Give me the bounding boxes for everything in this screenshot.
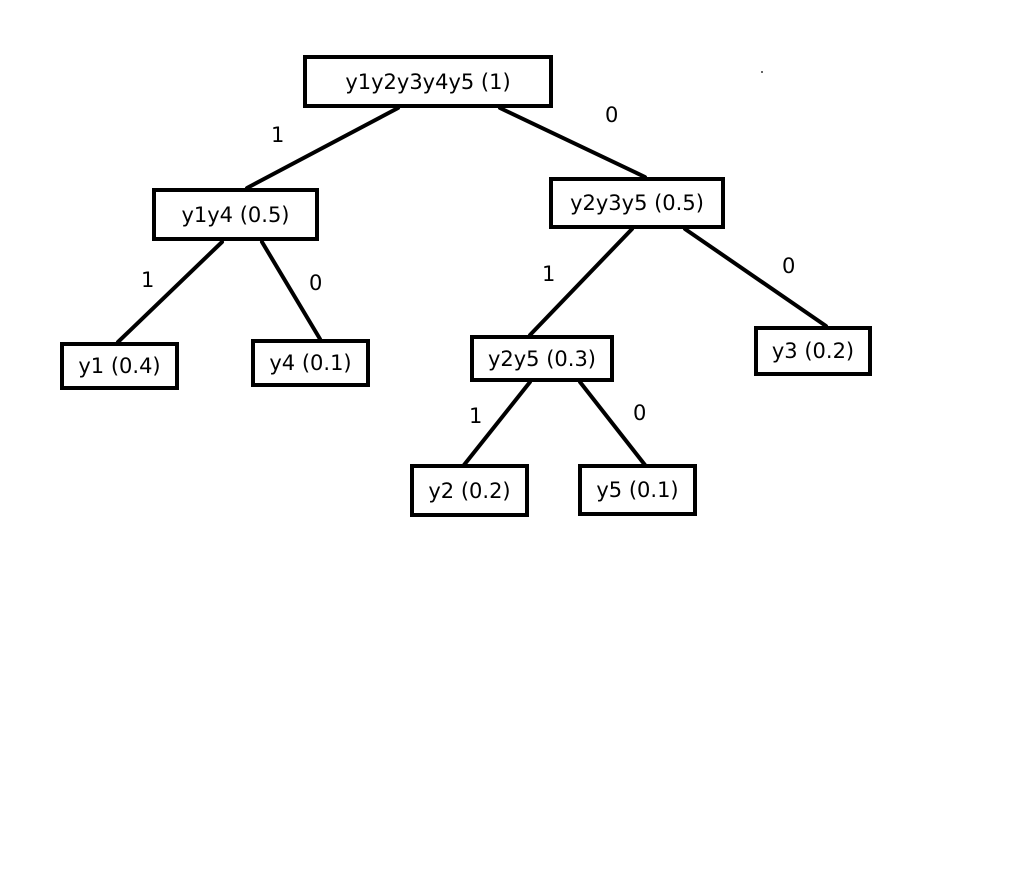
- edge-root-y1y4: [245, 106, 400, 190]
- edge-root-y2y3y5: [498, 106, 647, 179]
- edge-y2y5-y2: [462, 380, 532, 467]
- edge-label-y1y4-y1: 1: [141, 268, 155, 292]
- edge-y2y5-y5: [578, 380, 647, 467]
- node-y2: y2 (0.2): [410, 464, 529, 517]
- node-y1: y1 (0.4): [60, 342, 179, 390]
- edge-label-y2y3y5-y3: 0: [782, 254, 796, 278]
- edge-label-y2y3y5-y2y5: 1: [542, 262, 556, 286]
- edge-label-y1y4-y4: 0: [309, 271, 323, 295]
- edge-label-y2y5-y5: 0: [633, 401, 647, 425]
- edge-y1y4-y4: [260, 240, 322, 341]
- node-y4: y4 (0.1): [251, 339, 370, 387]
- edge-y2y3y5-y3: [683, 227, 828, 328]
- edge-y1y4-y1: [116, 240, 224, 344]
- edge-label-y2y5-y2: 1: [469, 404, 483, 428]
- node-root: y1y2y3y4y5 (1): [303, 55, 553, 108]
- edge-label-root-y2y3y5: 0: [605, 103, 619, 127]
- edge-y2y3y5-y2y5: [528, 227, 634, 337]
- node-y2y5: y2y5 (0.3): [470, 335, 614, 382]
- node-y2y3y5: y2y3y5 (0.5): [549, 177, 725, 229]
- edge-label-root-y1y4: 1: [271, 123, 285, 147]
- node-y5: y5 (0.1): [578, 464, 697, 516]
- node-y1y4: y1y4 (0.5): [152, 188, 319, 241]
- node-y3: y3 (0.2): [754, 326, 872, 376]
